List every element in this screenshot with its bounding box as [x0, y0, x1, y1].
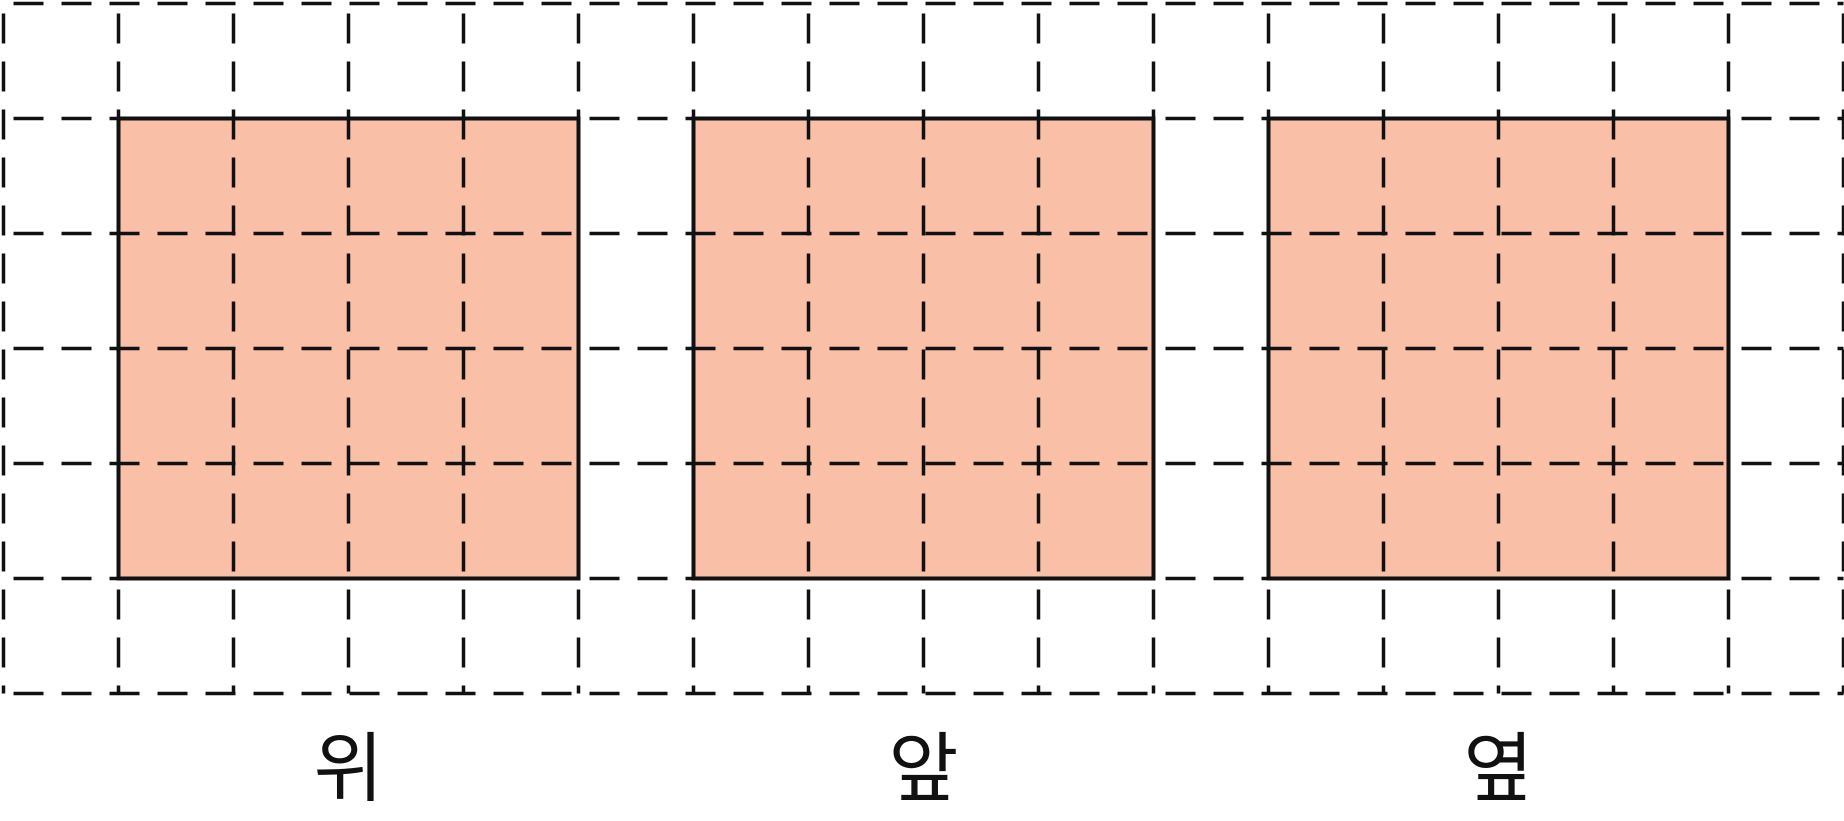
view-label-front: 앞: [889, 724, 959, 813]
view-outlines: [116, 116, 1731, 581]
view-outline-top: [116, 116, 581, 581]
view-label-top: 위: [314, 724, 384, 813]
view-label-side: 옆: [1464, 724, 1534, 813]
view-outline-side: [1266, 116, 1731, 581]
view-labels: 위 앞 옆: [314, 724, 1534, 813]
view-outline-front: [691, 116, 1156, 581]
